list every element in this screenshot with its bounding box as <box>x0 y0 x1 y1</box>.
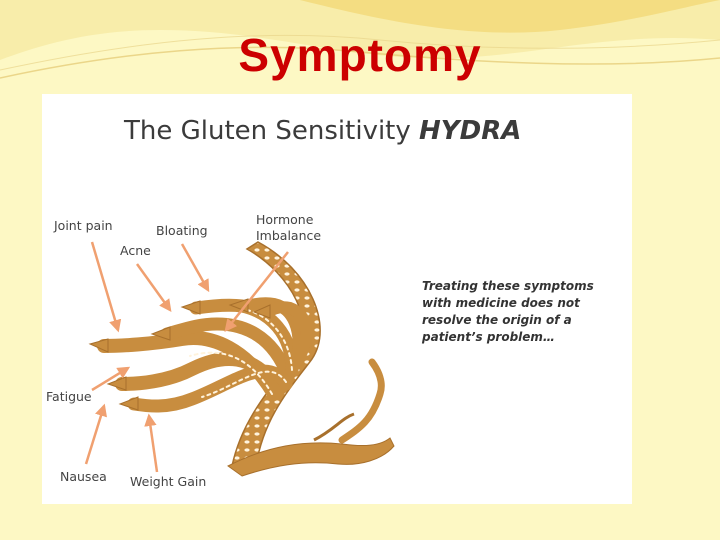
diagram-title-main: The Gluten Sensitivity <box>124 116 411 146</box>
label-weight-gain: Weight Gain <box>130 474 207 489</box>
hydra-necks <box>97 297 313 413</box>
arrow-acne <box>135 263 172 313</box>
label-acne: Acne <box>120 243 151 258</box>
slide-title: Symptomy <box>238 29 482 81</box>
hydra-diagram-panel: The Gluten Sensitivity HYDRA Joint pain … <box>42 94 632 504</box>
arrow-hormone-imbalance <box>224 251 289 332</box>
arrow-weight-gain <box>144 413 159 473</box>
label-hormone-line2: Imbalance <box>256 228 322 243</box>
diagram-title-emphasis: HYDRA <box>419 116 522 146</box>
diagram-title: The Gluten Sensitivity HYDRA <box>124 116 521 146</box>
label-fatigue: Fatigue <box>46 389 92 404</box>
label-hormone-imbalance: Hormone Imbalance <box>256 212 321 244</box>
arrow-fatigue <box>91 366 131 392</box>
arrow-joint-pain <box>90 241 122 333</box>
label-nausea: Nausea <box>60 469 107 484</box>
label-joint-pain: Joint pain <box>54 218 113 233</box>
hydra-illustration <box>84 241 395 477</box>
label-hormone-line1: Hormone <box>256 212 314 227</box>
arrow-bloating <box>180 243 210 293</box>
arrow-nausea <box>84 403 108 465</box>
label-bloating: Bloating <box>156 223 208 238</box>
symptom-arrows <box>84 241 289 473</box>
treatment-note: Treating these symptoms with medicine do… <box>422 279 594 344</box>
